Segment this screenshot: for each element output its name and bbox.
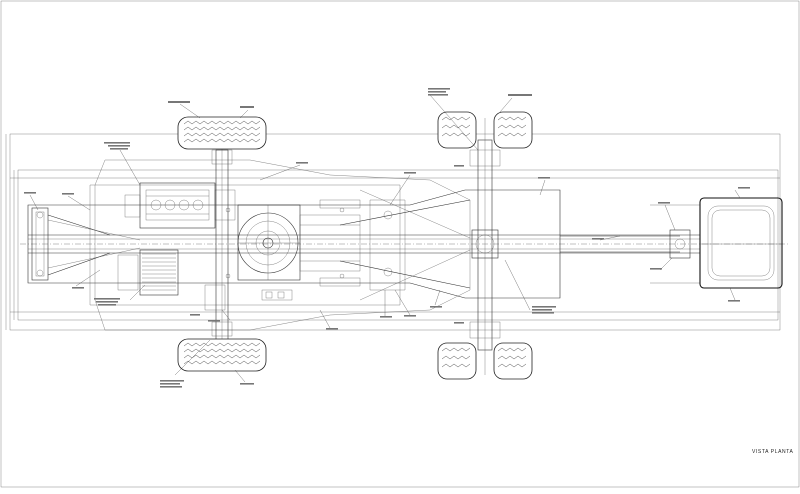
dimension-envelope [5, 133, 781, 331]
rear-left-tires [437, 111, 533, 149]
front-right-tire [177, 338, 267, 372]
radiator [117, 249, 179, 296]
callout-label-marks [24, 88, 750, 388]
front-axle [211, 140, 233, 350]
gearbox-housing [237, 204, 361, 281]
front-crossmember [31, 207, 141, 281]
rear-links [339, 189, 471, 301]
rear-right-tires [437, 342, 533, 380]
callout-leaders [29, 94, 741, 383]
rear-drum [699, 197, 783, 289]
frame-rails [27, 159, 700, 331]
front-left-tire [177, 116, 267, 150]
rear-axle [469, 118, 501, 375]
engine-block [124, 182, 236, 229]
frame-components [204, 199, 361, 311]
view-title: VISTA PLANTA [752, 449, 794, 455]
